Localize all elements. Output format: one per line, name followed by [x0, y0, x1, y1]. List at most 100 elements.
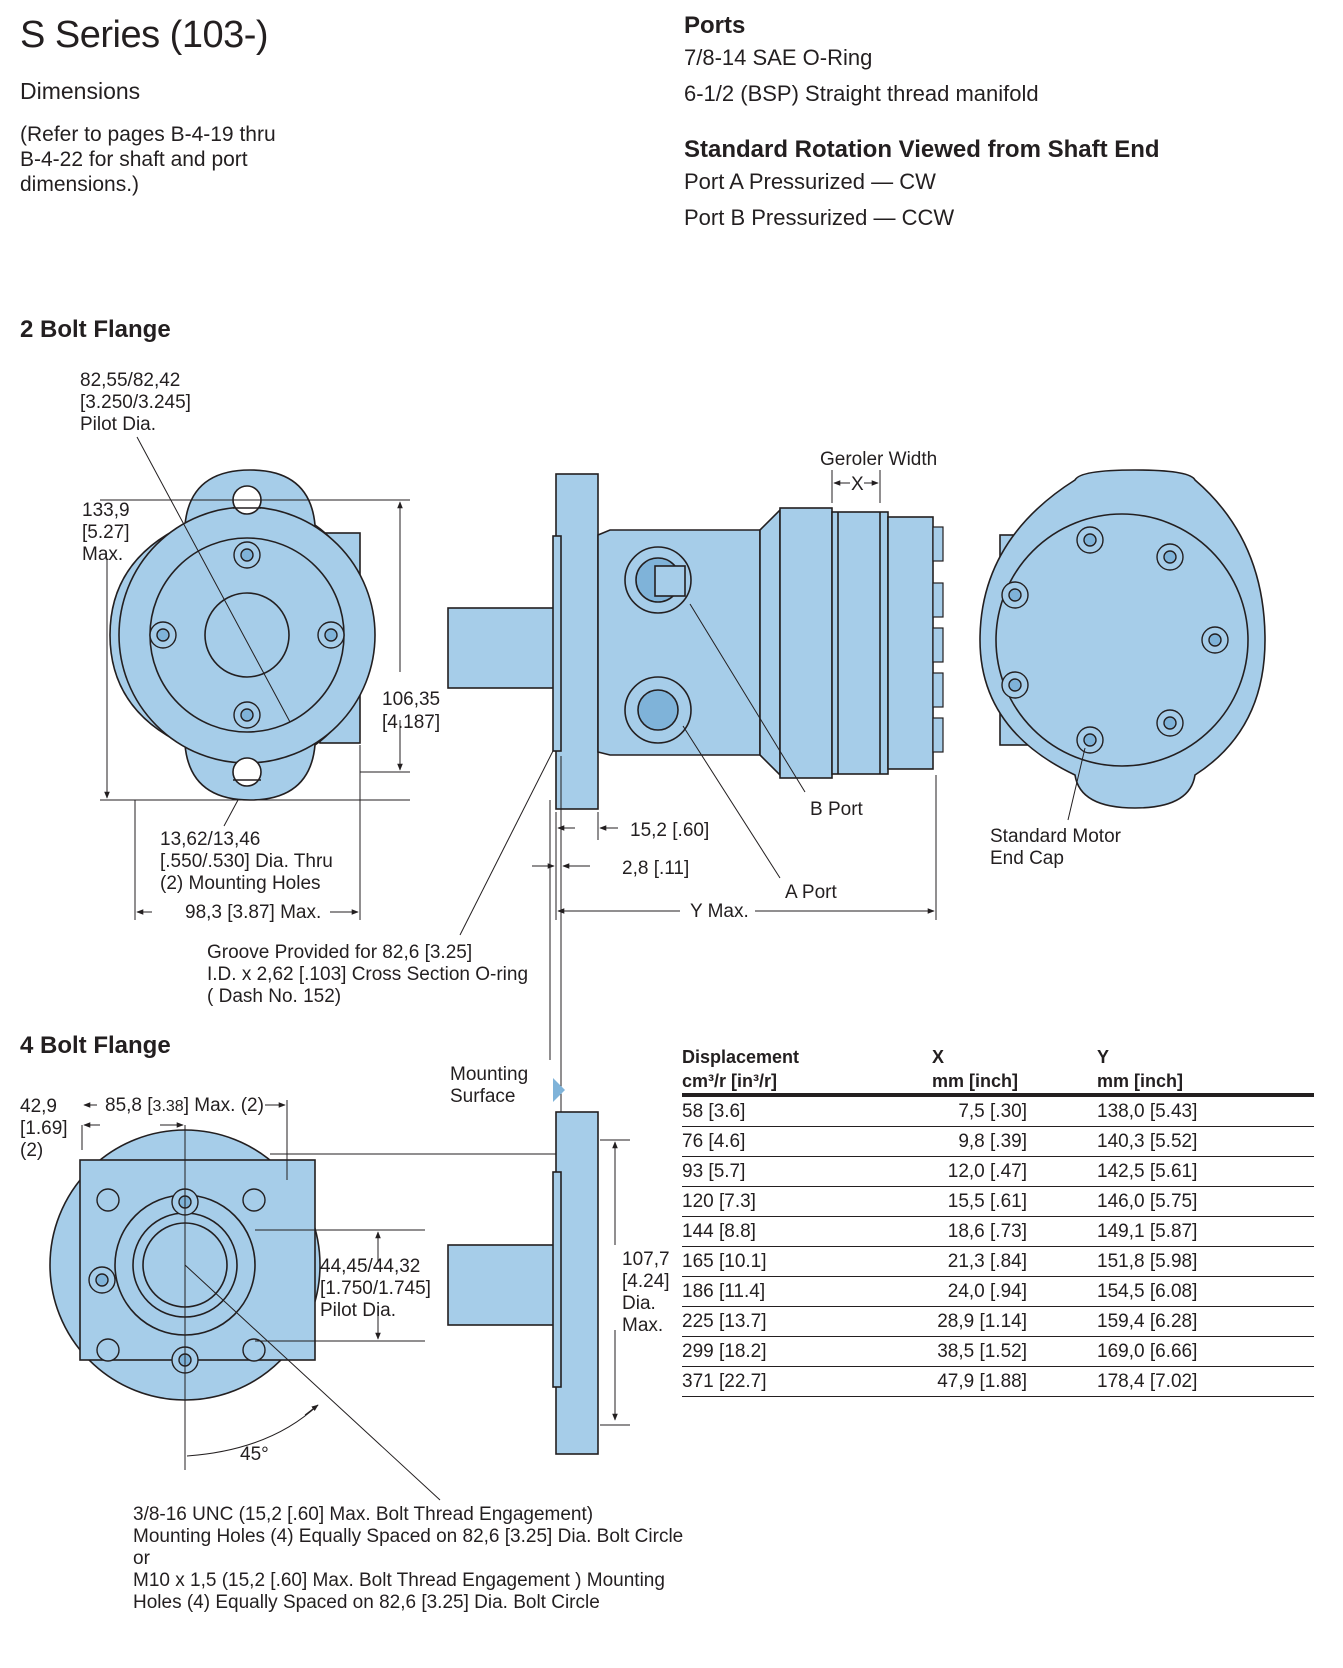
table-cell: 7,5 [.30] — [932, 1095, 1097, 1127]
dimension-label: 106,35 — [382, 689, 440, 710]
table-cell: 299 [18.2] — [682, 1336, 932, 1367]
table-cell: 120 [7.3] — [682, 1186, 932, 1217]
table-cell: 18,6 [.73] — [932, 1216, 1097, 1247]
dimension-label: [4.187] — [382, 712, 440, 733]
dimension-label: ] Max. (2) — [184, 1095, 264, 1116]
dimension-label: (2) — [20, 1140, 43, 1161]
end-cap-view — [979, 469, 1266, 809]
table-cell: 28,9 [1.14] — [932, 1306, 1097, 1337]
table-cell: 38,5 [1.52] — [932, 1336, 1097, 1367]
table-cell: 144 [8.8] — [682, 1216, 932, 1247]
note-line: (Refer to pages B-4-19 thru — [20, 123, 276, 146]
table-cell: 15,5 [.61] — [932, 1186, 1097, 1217]
table-row: 76 [4.6]9,8 [.39]140,3 [5.52] — [682, 1126, 1314, 1157]
table-cell: 225 [13.7] — [682, 1306, 932, 1337]
dimension-label: Mounting — [450, 1064, 528, 1085]
dimension-label: 85,8 [ — [105, 1095, 153, 1116]
dimension-label: [4.24] — [622, 1271, 670, 1292]
ports-section: Ports 7/8-14 SAE O-Ring 6-1/2 (BSP) Stra… — [684, 12, 1039, 112]
four-bolt-labels: 42,9 [1.69] (2) 85,8 [3.38] Max. (2) 44,… — [20, 1095, 683, 1613]
two-bolt-front-view — [109, 469, 376, 801]
table-cell: 76 [4.6] — [682, 1126, 932, 1157]
dimension-label: 15,2 [.60] — [630, 820, 709, 841]
dimension-label: Pilot Dia. — [320, 1300, 396, 1321]
dimension-label: 82,55/82,42 — [80, 370, 180, 391]
two-bolt-labels: 82,55/82,42 [3.250/3.245] Pilot Dia. 133… — [80, 370, 528, 1007]
table-row: 120 [7.3]15,5 [.61]146,0 [5.75] — [682, 1186, 1314, 1217]
reference-note: (Refer to pages B-4-19 thru B-4-22 for s… — [20, 122, 360, 197]
dimension-label: 42,9 — [20, 1096, 57, 1117]
table-cell: 151,8 [5.98] — [1097, 1246, 1314, 1277]
note-line: B-4-22 for shaft and port — [20, 148, 248, 171]
leader-line — [1067, 747, 1086, 821]
dimension-label: 44,45/44,32 — [320, 1256, 420, 1277]
dimension-label: 98,3 [3.87] Max. — [185, 902, 321, 923]
dimension-label: [.550/.530] Dia. Thru — [160, 851, 333, 872]
dimension-label: Pilot Dia. — [80, 414, 156, 435]
bolt-icon — [1001, 526, 1229, 754]
table-cell: 142,5 [5.61] — [1097, 1156, 1314, 1187]
bolt-icon — [932, 526, 944, 753]
table-row: 144 [8.8]18,6 [.73]149,1 [5.87] — [682, 1216, 1314, 1247]
dimension-label: Geroler Width — [820, 449, 937, 470]
table-row: 58 [3.6]7,5 [.30]138,0 [5.43] — [682, 1095, 1314, 1127]
dimension-label: [5.27] — [82, 522, 130, 543]
table-cell: 154,5 [6.08] — [1097, 1276, 1314, 1307]
table-cell: 169,0 [6.66] — [1097, 1336, 1314, 1367]
table-cell: 93 [5.7] — [682, 1156, 932, 1187]
dimension-label: 133,9 — [82, 500, 130, 521]
table-cell: 9,8 [.39] — [932, 1126, 1097, 1157]
page-title: S Series (103-) — [20, 14, 269, 56]
dimension-label: [1.69] — [20, 1118, 68, 1139]
dimension-label: Groove Provided for 82,6 [3.25] — [207, 942, 472, 963]
rotation-section: Standard Rotation Viewed from Shaft End … — [684, 136, 1160, 236]
side-view-dimension-lines — [532, 470, 937, 1120]
table-cell: 24,0 [.94] — [932, 1276, 1097, 1307]
dimension-label: Max. — [82, 544, 123, 565]
dimension-label: 13,62/13,46 — [160, 829, 260, 850]
dimension-label: Standard Motor — [990, 826, 1122, 847]
dimension-label: 2,8 [.11] — [622, 858, 689, 879]
side-view-labels: Geroler Width X 15,2 [.60] 2,8 [.11] Y M… — [450, 449, 1122, 1107]
rotation-heading: Standard Rotation Viewed from Shaft End — [684, 136, 1160, 163]
table-cell: 186 [11.4] — [682, 1276, 932, 1307]
table-cell: 371 [22.7] — [682, 1366, 932, 1397]
dimension-label: 45° — [240, 1444, 269, 1465]
table-cell: 178,4 [7.02] — [1097, 1366, 1314, 1397]
table-cell: 58 [3.6] — [682, 1095, 932, 1127]
table-row: 225 [13.7]28,9 [1.14]159,4 [6.28] — [682, 1306, 1314, 1337]
dimension-label: X — [851, 474, 864, 495]
dimension-label: 107,7 — [622, 1249, 670, 1270]
dimension-label: [3.250/3.245] — [80, 392, 191, 413]
dimension-label: I.D. x 2,62 [.103] Cross Section O-ring — [207, 964, 528, 985]
table-row: 299 [18.2]38,5 [1.52]169,0 [6.66] — [682, 1336, 1314, 1367]
dimension-label: Max. — [622, 1315, 663, 1336]
table-cell: 146,0 [5.75] — [1097, 1186, 1314, 1217]
note-line: dimensions.) — [20, 173, 140, 196]
table-cell: 159,4 [6.28] — [1097, 1306, 1314, 1337]
dimension-label: Dia. — [622, 1293, 656, 1314]
motor-side-view — [447, 473, 934, 810]
dimension-label: End Cap — [990, 848, 1064, 869]
four-bolt-heading: 4 Bolt Flange — [20, 1032, 171, 1059]
dimension-label: Y Max. — [690, 901, 749, 922]
dimension-label: [1.750/1.745] — [320, 1278, 431, 1299]
ports-line: 6-1/2 (BSP) Straight thread manifold — [684, 81, 1039, 106]
table-cell: 21,3 [.84] — [932, 1246, 1097, 1277]
dimension-label: B Port — [810, 799, 864, 820]
ports-heading: Ports — [684, 12, 746, 39]
table-cell: 12,0 [.47] — [932, 1156, 1097, 1187]
note-text: Holes (4) Equally Spaced on 82,6 [3.25] … — [133, 1592, 600, 1613]
four-bolt-dimension-lines — [81, 1100, 630, 1501]
dimension-label: (2) Mounting Holes — [160, 873, 321, 894]
bolt-icon — [149, 541, 345, 729]
two-bolt-heading: 2 Bolt Flange — [20, 316, 171, 343]
dimension-label: ( Dash No. 152) — [207, 986, 341, 1007]
two-bolt-dimension-lines — [100, 436, 557, 936]
table-row: 93 [5.7]12,0 [.47]142,5 [5.61] — [682, 1156, 1314, 1187]
table-cell: 149,1 [5.87] — [1097, 1216, 1314, 1247]
